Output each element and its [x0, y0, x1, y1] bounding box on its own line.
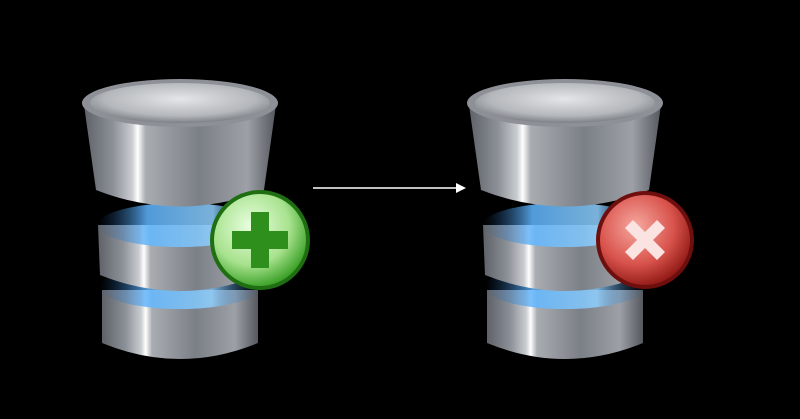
plus-icon [210, 190, 310, 290]
close-icon [596, 191, 694, 289]
arrow-right-icon [313, 183, 466, 193]
